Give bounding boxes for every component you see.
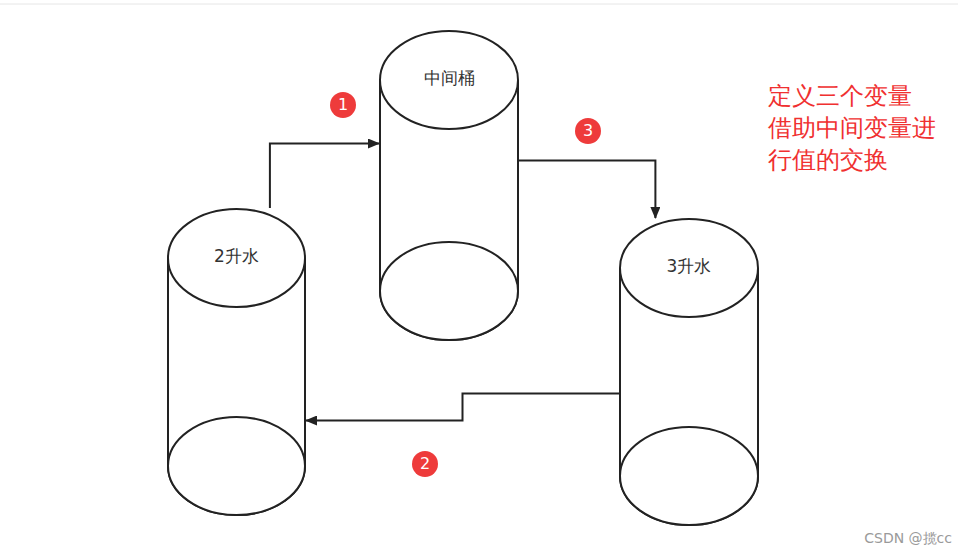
cylinder-bucket: 2升水	[167, 208, 306, 516]
flow-arrow	[306, 394, 619, 421]
flow-arrow	[519, 161, 655, 218]
top-rule	[0, 4, 958, 5]
cylinder-bucket: 3升水	[619, 218, 759, 526]
flow-arrow	[270, 144, 379, 209]
callout-number: 2	[412, 451, 438, 477]
callout-number: 3	[575, 118, 601, 144]
annotation-note: 定义三个变量 借助中间变量进行值的交换	[768, 80, 937, 176]
bucket-label: 3升水	[619, 254, 759, 278]
watermark: CSDN @揽cc	[864, 530, 952, 548]
bucket-label: 2升水	[167, 244, 306, 268]
cylinder-bucket: 中间桶	[379, 30, 519, 341]
bucket-label: 中间桶	[379, 66, 519, 90]
callout-number: 1	[330, 92, 356, 118]
